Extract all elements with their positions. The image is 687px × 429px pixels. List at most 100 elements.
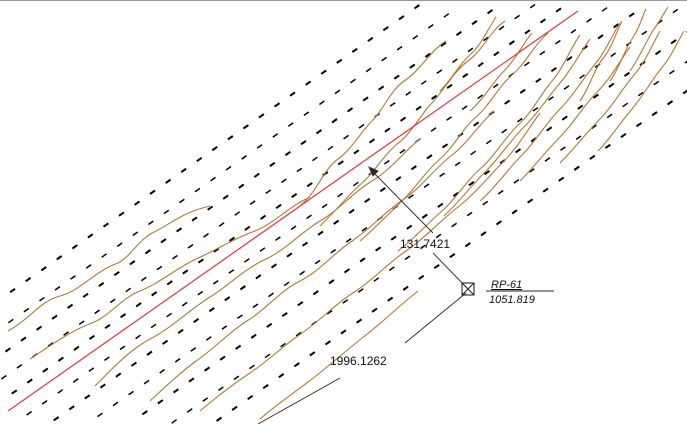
dash-mark xyxy=(607,114,612,118)
dash-mark xyxy=(148,221,153,224)
dash-mark xyxy=(89,368,94,371)
dash-mark xyxy=(250,365,255,368)
dash-mark xyxy=(297,168,302,171)
dash-mark xyxy=(74,347,79,351)
dash-mark xyxy=(27,412,32,416)
dash-mark xyxy=(543,188,548,191)
dash-mark xyxy=(428,25,433,29)
dash-mark xyxy=(58,390,63,394)
dash-mark xyxy=(130,261,135,265)
dash-mark xyxy=(410,65,415,68)
dash-mark xyxy=(250,201,255,205)
dash-mark xyxy=(472,21,477,25)
dash-mark xyxy=(292,194,297,198)
dash-mark xyxy=(284,282,289,286)
dash-mark xyxy=(536,79,541,82)
dash-mark xyxy=(263,385,268,389)
dash-mark xyxy=(136,335,141,339)
dash-mark xyxy=(142,411,147,414)
dash-mark xyxy=(561,147,566,150)
dash-mark xyxy=(462,106,467,109)
dash-mark xyxy=(167,281,172,285)
baseline-leader-upper xyxy=(405,293,466,343)
dash-mark xyxy=(178,330,183,333)
dash-mark xyxy=(211,177,216,181)
dash-mark xyxy=(524,62,529,65)
dash-mark xyxy=(181,169,186,173)
dash-mark xyxy=(6,348,11,352)
dash-mark xyxy=(261,216,266,220)
dash-mark xyxy=(317,130,322,133)
dash-mark xyxy=(556,41,561,44)
dash-mark xyxy=(69,406,74,409)
dash-mark xyxy=(338,161,343,164)
dash-mark xyxy=(306,81,311,84)
dash-mark xyxy=(365,199,370,203)
dash-mark xyxy=(257,145,262,148)
dash-mark xyxy=(321,71,326,74)
dash-mark xyxy=(533,108,538,111)
breakline-row xyxy=(8,14,448,323)
dash-mark xyxy=(183,270,188,274)
dash-mark xyxy=(683,90,687,94)
dash-mark xyxy=(547,127,552,131)
dash-mark xyxy=(104,223,109,226)
dash-mark xyxy=(198,292,203,295)
dash-mark xyxy=(129,391,134,394)
dash-mark xyxy=(338,193,343,196)
dash-mark xyxy=(370,139,375,143)
dash-mark xyxy=(86,265,91,268)
dash-mark xyxy=(372,308,377,312)
dash-mark xyxy=(329,280,334,284)
dash-mark xyxy=(68,305,73,308)
dash-mark xyxy=(465,243,470,247)
dash-mark xyxy=(256,275,261,279)
dash-mark xyxy=(516,149,521,152)
dash-mark xyxy=(668,101,673,105)
dash-mark xyxy=(540,51,545,54)
dash-mark xyxy=(326,341,331,345)
dash-mark xyxy=(220,356,225,360)
dash-mark xyxy=(437,70,442,74)
dash-mark xyxy=(559,177,564,181)
dash-mark xyxy=(228,136,233,139)
dash-mark xyxy=(102,254,107,257)
dash-mark xyxy=(478,63,483,67)
dash-mark xyxy=(58,358,63,362)
breakline-row xyxy=(1,5,535,380)
dash-mark xyxy=(42,401,47,405)
dash-mark xyxy=(270,163,275,167)
dash-mark xyxy=(218,387,223,390)
dash-mark xyxy=(625,73,630,76)
breakline-row xyxy=(10,5,419,292)
contour-line xyxy=(440,17,496,91)
dash-mark xyxy=(354,150,359,153)
dash-mark xyxy=(602,8,607,12)
dash-mark xyxy=(332,119,337,123)
baseline-distance-label: 1996.1262 xyxy=(330,354,387,368)
dash-mark xyxy=(242,156,247,160)
dash-mark xyxy=(265,354,270,358)
dash-mark xyxy=(486,140,491,144)
dash-mark xyxy=(403,287,408,290)
dash-mark xyxy=(120,346,125,349)
dash-mark xyxy=(528,199,533,202)
dash-mark xyxy=(344,135,349,139)
dash-mark xyxy=(119,212,124,215)
dash-mark xyxy=(384,161,389,165)
dash-mark xyxy=(424,184,429,187)
dash-mark xyxy=(348,108,353,112)
dash-mark xyxy=(223,195,228,199)
dash-mark xyxy=(163,341,168,345)
dash-mark xyxy=(21,337,26,341)
dash-mark xyxy=(229,270,234,273)
dash-mark xyxy=(187,409,192,413)
reference-point-elevation: 1051.819 xyxy=(489,294,535,306)
dash-mark xyxy=(545,158,550,161)
dash-mark xyxy=(576,136,581,139)
dash-mark xyxy=(204,234,209,238)
dash-mark xyxy=(121,314,126,317)
dash-mark xyxy=(217,418,222,422)
